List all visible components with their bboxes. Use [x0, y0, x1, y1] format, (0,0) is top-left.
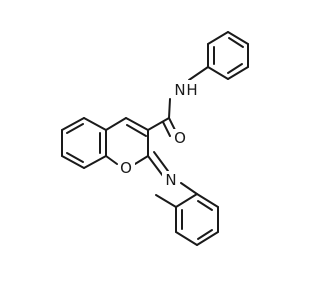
molecule-diagram: N H O O N	[61, 31, 249, 246]
bond	[207, 31, 229, 45]
ring-o-label: O	[120, 159, 132, 177]
bond-c-o-double	[162, 121, 171, 137]
bond	[83, 155, 107, 169]
bond-n-tolyl	[180, 182, 198, 195]
bond-c4-c4a	[105, 117, 127, 131]
bond-c2-o	[134, 155, 149, 165]
double-bond-inner	[197, 200, 213, 211]
bond-c2-n-double	[153, 151, 169, 172]
bond	[175, 193, 198, 208]
atom-carbonyl-o: O	[172, 129, 188, 147]
bond	[196, 231, 219, 246]
bond	[207, 66, 229, 80]
structure-canvas: N H O O N	[61, 31, 249, 246]
bond-phenyl-n	[188, 66, 209, 81]
label-backdrop	[171, 80, 201, 100]
imine-n-label: N	[165, 171, 176, 189]
double-bond-inner	[197, 229, 213, 240]
bond	[61, 155, 85, 169]
bond-c-c3	[147, 117, 170, 131]
bond	[83, 117, 107, 131]
bond	[227, 31, 249, 45]
pyran-ring	[105, 117, 149, 165]
carbonyl-o-label: O	[174, 129, 186, 147]
bond-c3-c4	[125, 117, 149, 131]
bond-methyl	[155, 194, 177, 208]
bond-n-c	[168, 98, 171, 119]
benzo-ring	[61, 117, 107, 169]
label-backdrop	[162, 171, 180, 189]
bond	[227, 66, 249, 80]
double-bond-inner	[228, 37, 244, 48]
bond-o-c8a	[105, 155, 118, 165]
bond	[196, 193, 219, 208]
bond	[61, 117, 85, 131]
double-bond-inner	[66, 152, 84, 163]
label-backdrop	[172, 129, 188, 147]
amide-h-label: H	[186, 81, 197, 99]
phenyl-ring-top	[207, 31, 249, 80]
atom-imine-n: N	[162, 171, 180, 189]
atom-amide-nh: N H	[171, 80, 201, 100]
tolyl-ring	[175, 193, 219, 246]
bond-c2-n	[147, 155, 164, 177]
label-backdrop	[118, 158, 135, 176]
double-bond-inner	[66, 123, 84, 134]
double-bond-inner	[227, 63, 243, 74]
bond	[175, 231, 198, 246]
atom-ring-o: O	[118, 158, 135, 177]
amide-n-label: N	[174, 81, 185, 99]
double-bond-c3-c4	[126, 124, 147, 137]
